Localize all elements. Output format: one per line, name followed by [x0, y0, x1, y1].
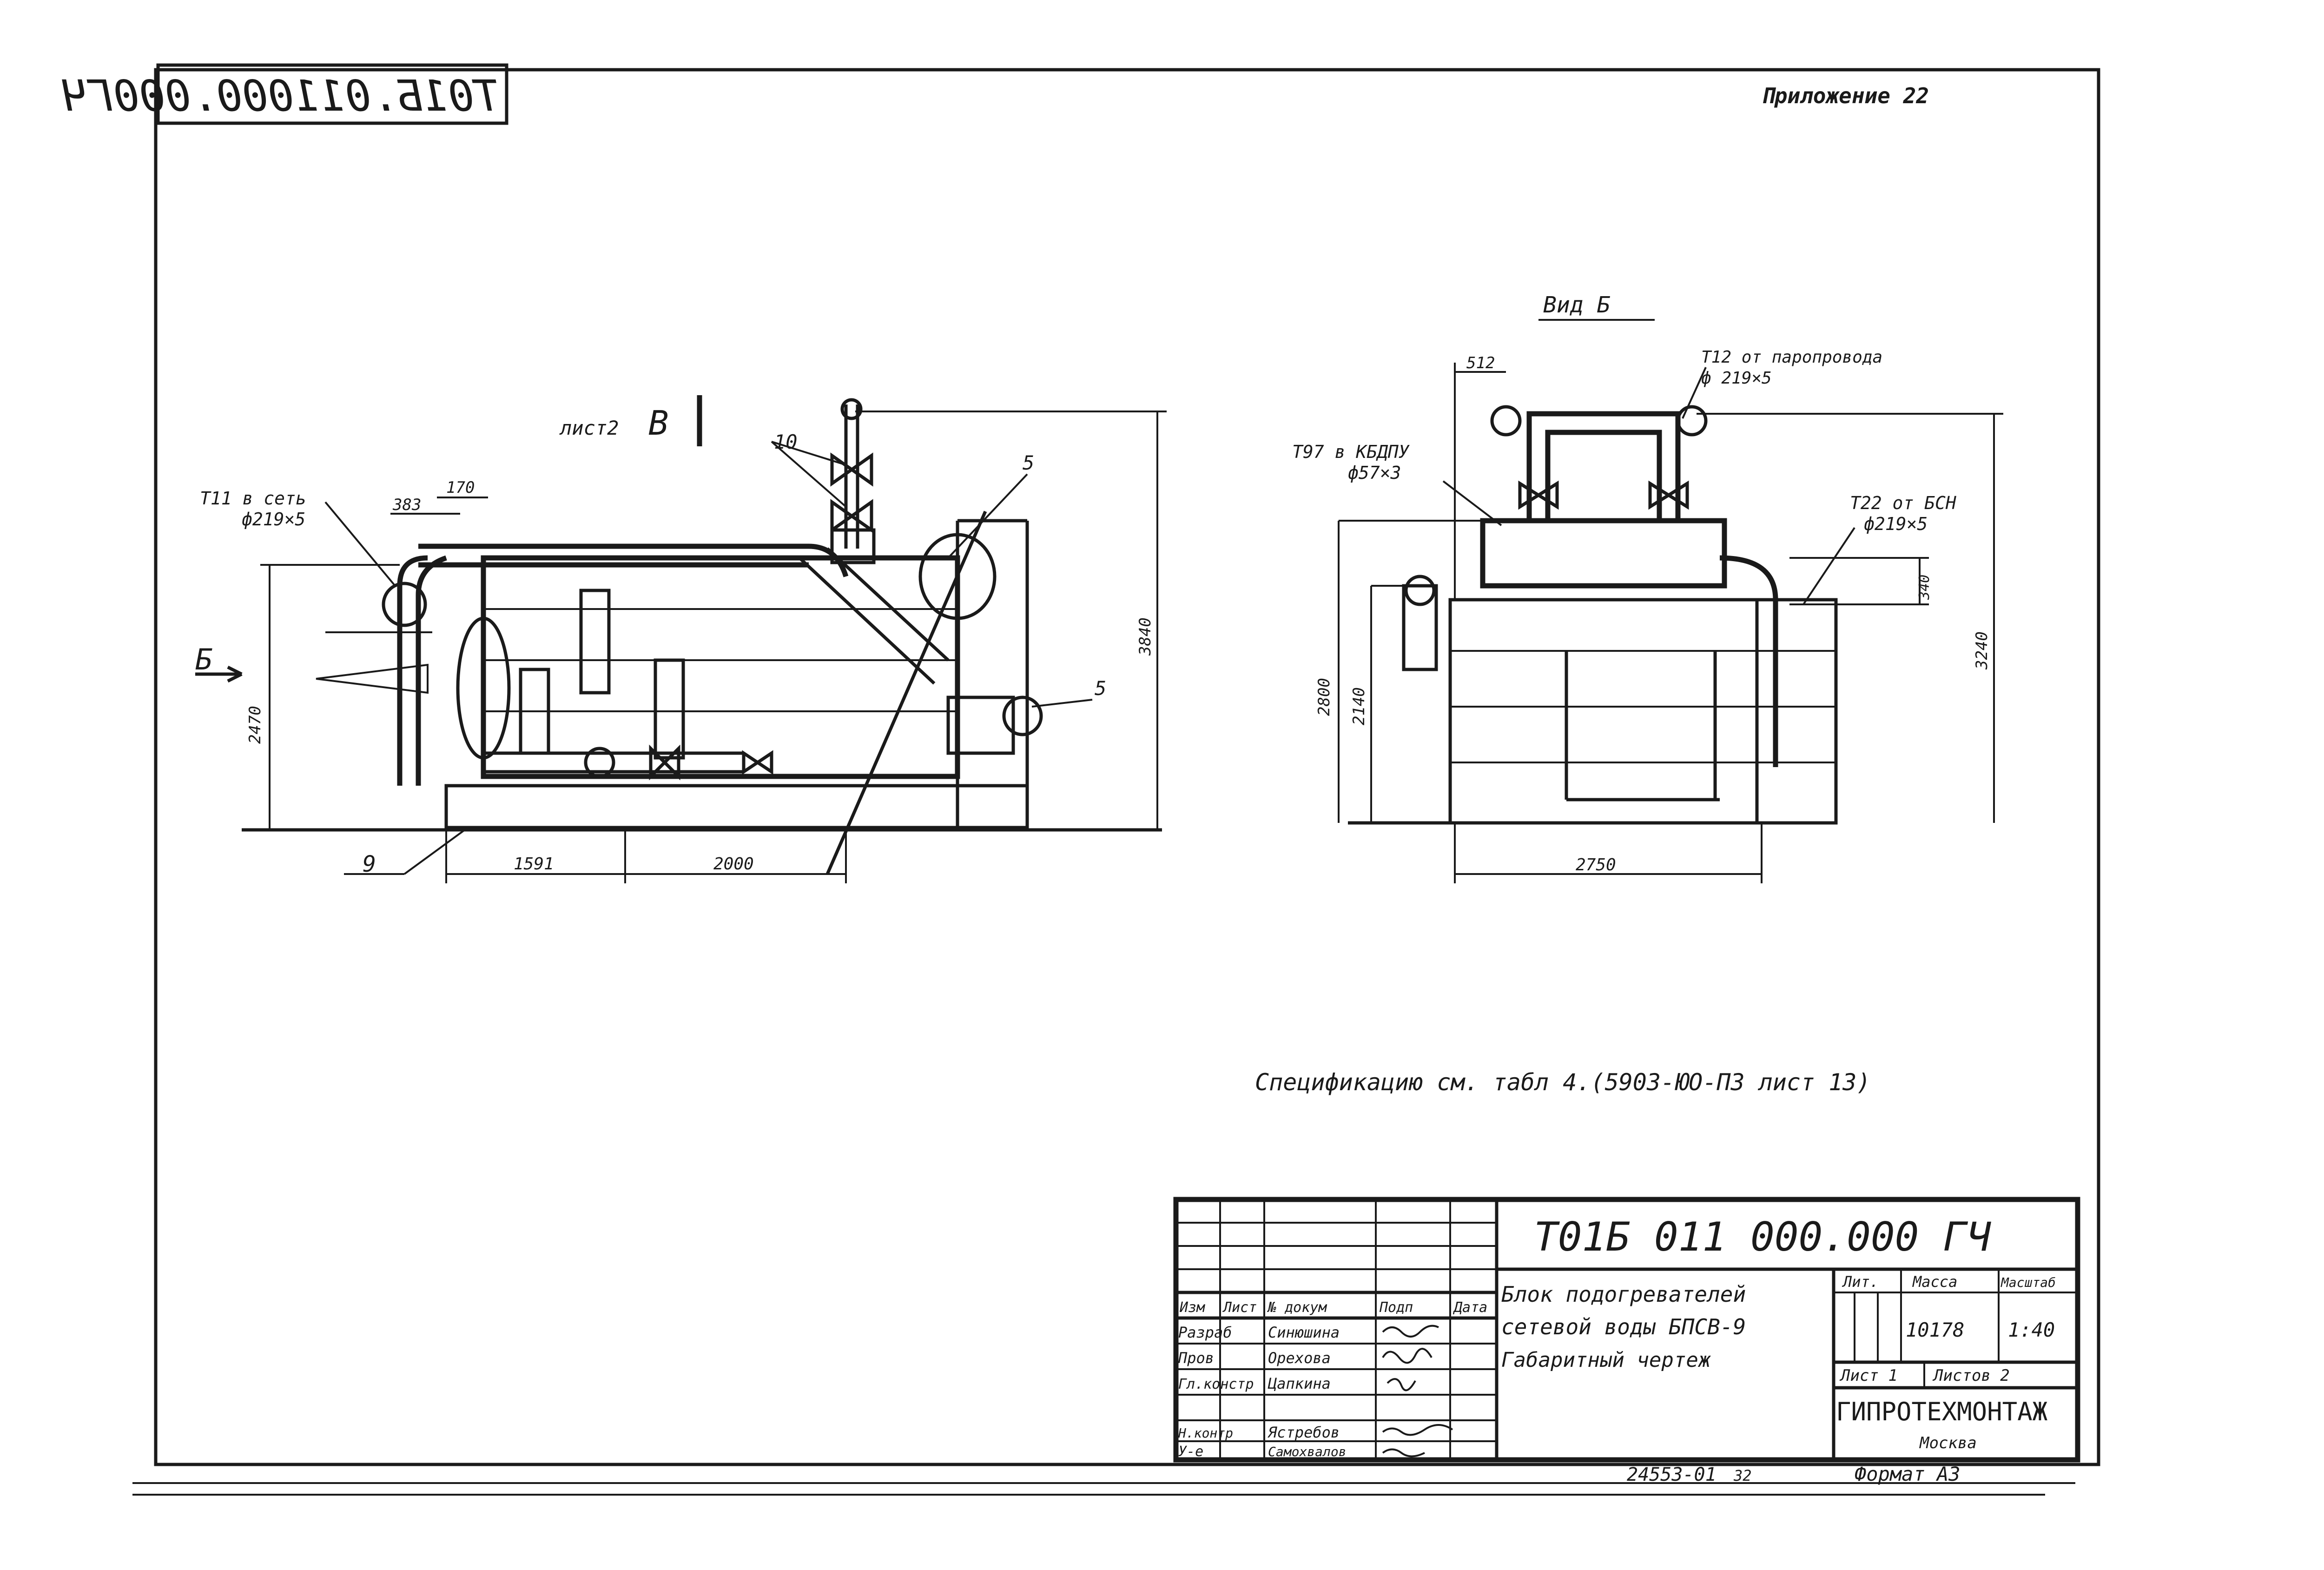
header-sign: Подп	[1379, 1299, 1413, 1316]
steam-inlet-label: Т12 от паропровода	[1701, 348, 1882, 367]
scale-header: Масштаб	[2000, 1275, 2056, 1290]
description-line-3: Габаритный чертеж	[1501, 1348, 1711, 1372]
drain-label: Т97 в КБДПУ	[1292, 442, 1410, 462]
view-arrow-letter: Б	[195, 643, 212, 676]
header-date: Дата	[1452, 1299, 1487, 1316]
return-label: Т22 от БСН	[1850, 493, 1957, 513]
header-list: Лист	[1222, 1299, 1257, 1316]
signature-marks	[1382, 1325, 1453, 1457]
outlet-pipe-label: ф219×5	[242, 509, 305, 530]
callout-10: 10	[774, 431, 798, 453]
sheet-number: Лист 1	[1839, 1366, 1898, 1385]
sheet-mark: 32	[1733, 1467, 1752, 1484]
mirrored-code-stamp: T01Б.011000.000ГЧ	[62, 63, 508, 125]
mass-value: 10178	[1906, 1318, 1964, 1341]
return-pipe: ф219×5	[1864, 514, 1928, 534]
dim-170: 170	[446, 478, 475, 497]
title-block	[1173, 1197, 2080, 1463]
org-city: Москва	[1919, 1434, 1977, 1452]
dim-3840: 3840	[1136, 617, 1155, 656]
name-approver: Самохвалов	[1268, 1444, 1347, 1459]
sheet-ref-label: лист2	[559, 417, 619, 439]
role-developer: Разраб	[1178, 1324, 1232, 1341]
dim-2750: 2750	[1576, 855, 1616, 874]
name-chief-designer: Цапкина	[1268, 1375, 1331, 1392]
callout-9: 9	[363, 851, 376, 877]
header-izm: Изм	[1179, 1299, 1205, 1316]
front-view	[195, 395, 1167, 883]
callout-5-top: 5	[1023, 451, 1034, 474]
steam-inlet-pipe: ф 219×5	[1701, 369, 1772, 388]
drawing-frame	[132, 68, 2100, 1496]
letter-header: Лит.	[1842, 1273, 1879, 1291]
role-checker: Пров	[1178, 1349, 1214, 1367]
description-line-2: сетевой воды БПСВ-9	[1501, 1314, 1746, 1339]
mass-header: Масса	[1912, 1273, 1957, 1291]
dim-1591: 1591	[514, 855, 554, 874]
scale-value: 1:40	[2008, 1318, 2055, 1341]
section-letter: В	[648, 404, 668, 443]
dim-512: 512	[1466, 354, 1495, 372]
archive-number: 24553-01	[1627, 1464, 1717, 1485]
role-approver: У-е	[1178, 1444, 1203, 1460]
dim-2140: 2140	[1350, 687, 1368, 725]
dim-383: 383	[392, 496, 421, 514]
title-code: Т01Б 011 000.000 ГЧ	[1534, 1214, 1991, 1260]
description-line-1: Блок подогревателей	[1501, 1282, 1746, 1307]
callout-5-right: 5	[1095, 677, 1106, 700]
dim-340: 340	[1916, 575, 1933, 600]
dim-2000: 2000	[713, 855, 754, 874]
dim-3240: 3240	[1973, 631, 1991, 670]
format-label: Формат А3	[1855, 1463, 1961, 1485]
appendix-label: Приложение 22	[1762, 83, 1929, 108]
mirrored-code-text: T01Б.011000.000ГЧ	[62, 71, 500, 121]
dim-2470: 2470	[246, 706, 264, 744]
name-developer: Синюшина	[1268, 1324, 1340, 1341]
drain-pipe: ф57×3	[1348, 463, 1401, 483]
name-norm-control: Ястребов	[1267, 1424, 1340, 1441]
name-checker: Орехова	[1268, 1349, 1331, 1367]
outlet-label: Т11 в сеть	[200, 488, 306, 509]
dim-2800: 2800	[1315, 678, 1334, 716]
spec-note: Спецификацию см. табл 4.(5903-ЮО-ПЗ лист…	[1255, 1069, 1871, 1096]
role-norm-control: Н.контр	[1178, 1425, 1233, 1441]
sheets-total: Листов 2	[1932, 1366, 2010, 1385]
header-doc: № докум	[1267, 1299, 1327, 1316]
side-view-title: Вид Б	[1543, 292, 1611, 318]
org-name: ГИПРОТЕХМОНТАЖ	[1836, 1397, 2048, 1426]
role-chief-designer: Гл.констр	[1178, 1376, 1254, 1392]
side-view	[1338, 363, 2003, 883]
